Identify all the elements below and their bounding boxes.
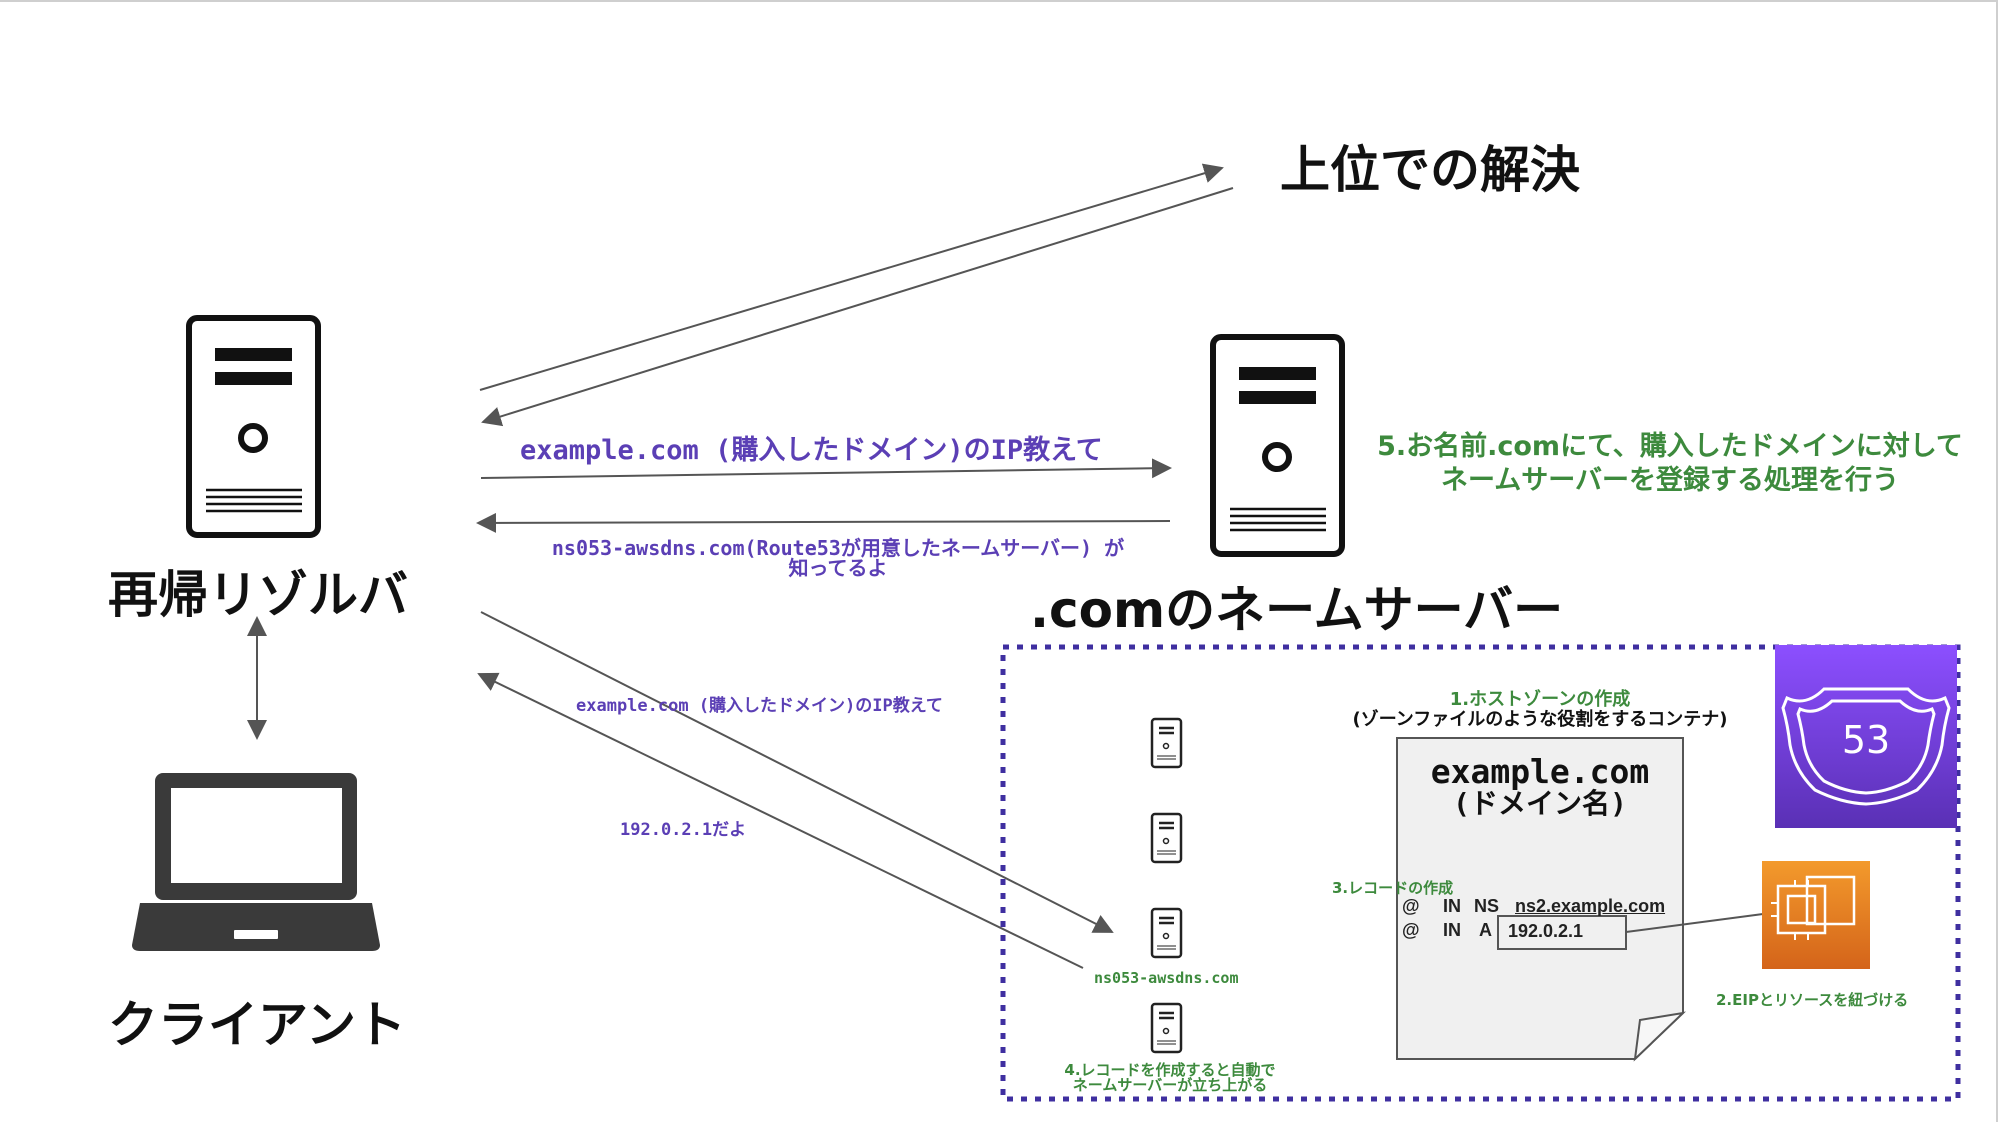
step1-line2: (ゾーンファイルのような役割をするコンテナ)	[1352, 709, 1728, 730]
step1-line1: 1.ホストゾーンの作成	[1449, 689, 1631, 710]
record-a-type: A	[1479, 920, 1492, 940]
arrow-from-upper	[481, 187, 1234, 427]
aws-region-box	[1000, 644, 1961, 1102]
record-value-box	[1497, 915, 1627, 950]
zone-domain-name: example.com	[1430, 752, 1650, 791]
step4-label: 4.レコードを作成すると自動で ネームサーバーが立ち上がる	[1030, 1063, 1310, 1093]
page-fold-icon	[1633, 1011, 1687, 1062]
server-icon	[186, 315, 321, 538]
step1-label: 1.ホストゾーンの作成 (ゾーンファイルのような役割をするコンテナ)	[1290, 690, 1790, 730]
step4-line2: ネームサーバーが立ち上がる	[1072, 1076, 1268, 1094]
top-border	[0, 0, 1998, 2]
record-a-class: IN	[1443, 920, 1461, 940]
laptop-icon	[132, 773, 380, 951]
resolver-title: 再帰リゾルバ	[108, 566, 408, 624]
step2-label: 2.EIPとリソースを紐づける	[1716, 991, 1909, 1009]
step5-line1: 5.お名前.comにて、購入したドメインに対して	[1377, 431, 1963, 462]
arrow-answer-com	[476, 512, 1171, 533]
answer-label-1: ns053-awsdns.com(Route53が用意したネームサーバー) が …	[508, 538, 1168, 578]
right-border	[1996, 0, 1998, 1122]
zone-domain: example.com (ドメイン名)	[1397, 752, 1683, 820]
server-icon	[1150, 717, 1183, 769]
client-title: クライアント	[108, 996, 406, 1054]
server-icon	[1210, 334, 1345, 557]
record-ns-type: NS	[1474, 896, 1500, 916]
arrow-query-ns053	[480, 611, 1114, 933]
route53-shield-icon	[1775, 645, 1957, 828]
step5-label: 5.お名前.comにて、購入したドメインに対して ネームサーバーを登録する処理を…	[1350, 430, 1990, 498]
eip-link-line	[1625, 913, 1764, 933]
step3-label: 3.レコードの作成	[1332, 879, 1454, 897]
server-icon	[1150, 1002, 1183, 1054]
step5-line2: ネームサーバーを登録する処理を行う	[1441, 465, 1899, 496]
ns053-label: ns053-awsdns.com	[1094, 969, 1239, 987]
zone-domain-sub: (ドメイン名)	[1453, 787, 1627, 820]
query-label-1: example.com (購入したドメイン)のIP教えて	[520, 435, 1103, 466]
server-icon	[1150, 812, 1183, 864]
record-a-value: 192.0.2.1	[1508, 921, 1584, 941]
query-label-2: example.com (購入したドメイン)のIP教えて	[576, 696, 943, 716]
answer-label-2: 192.0.2.1だよ	[620, 820, 747, 840]
server-icon	[1150, 907, 1183, 959]
upper-resolution-title: 上位での解決	[1280, 141, 1580, 199]
ec2-chip-icon	[1762, 861, 1870, 969]
step4-line1: 4.レコードを作成すると自動で	[1064, 1061, 1276, 1079]
arrow-to-upper	[479, 163, 1224, 391]
answer-label-1-line1: ns053-awsdns.com(Route53が用意したネームサーバー) が	[551, 536, 1125, 560]
answer-label-1-line2: 知ってるよ	[788, 556, 888, 580]
com-nameserver-title: .comのネームサーバー	[1030, 581, 1564, 639]
arrow-query-com	[480, 458, 1172, 479]
record-ns-name: @	[1402, 896, 1420, 916]
record-a-name: @	[1402, 920, 1420, 940]
route53-badge-number: 53	[1841, 718, 1891, 762]
arrow-answer-ns053	[477, 672, 1084, 969]
record-ns-class: IN	[1443, 896, 1461, 916]
record-ns-value: ns2.example.com	[1515, 896, 1666, 916]
